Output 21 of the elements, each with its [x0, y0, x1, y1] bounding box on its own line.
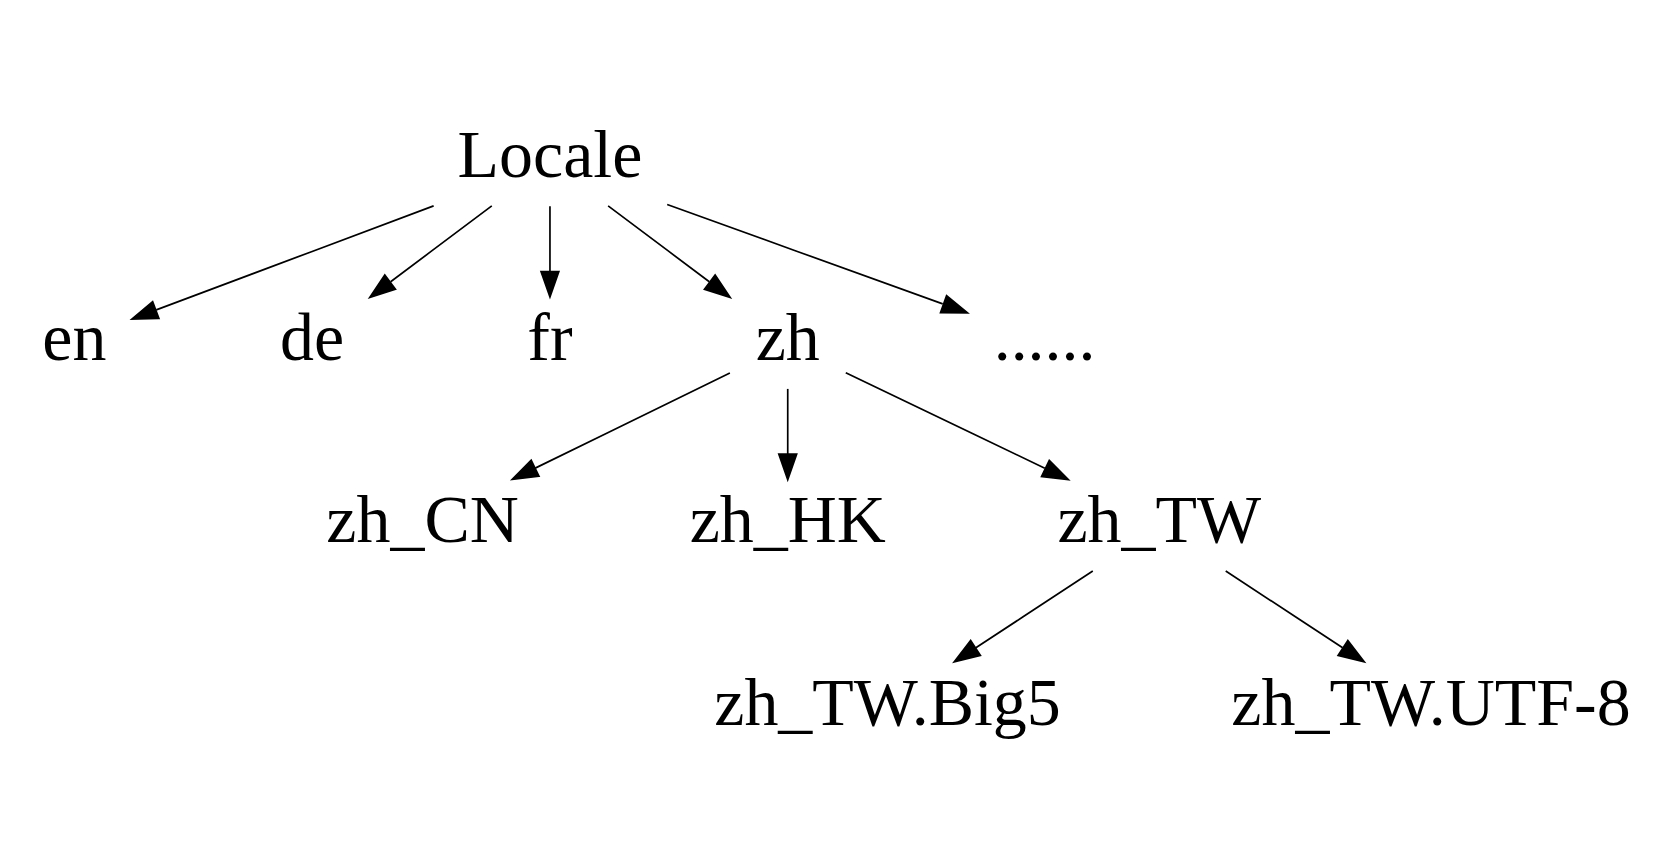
arrow — [367, 204, 493, 299]
node-text: Locale — [457, 115, 643, 192]
arrow — [666, 203, 970, 314]
arrow — [952, 569, 1094, 663]
arrow — [844, 371, 1071, 481]
node-text: zh_HK — [689, 480, 886, 557]
arrow — [1224, 569, 1367, 663]
node-text: zh_CN — [326, 480, 519, 557]
node-text: en — [42, 298, 107, 375]
node-text: ...... — [993, 298, 1096, 375]
arrow — [129, 204, 435, 320]
node-text: zh_TW.Big5 — [714, 663, 1061, 740]
arrow — [509, 371, 731, 480]
node-text: zh_TW.UTF-8 — [1231, 663, 1631, 740]
node-text: zh_TW — [1057, 480, 1262, 557]
node-text: zh — [755, 298, 820, 375]
node-text: de — [280, 298, 345, 375]
arrow — [777, 387, 798, 482]
arrow — [607, 204, 733, 299]
arrow — [539, 205, 561, 300]
node-text: fr — [527, 298, 573, 375]
